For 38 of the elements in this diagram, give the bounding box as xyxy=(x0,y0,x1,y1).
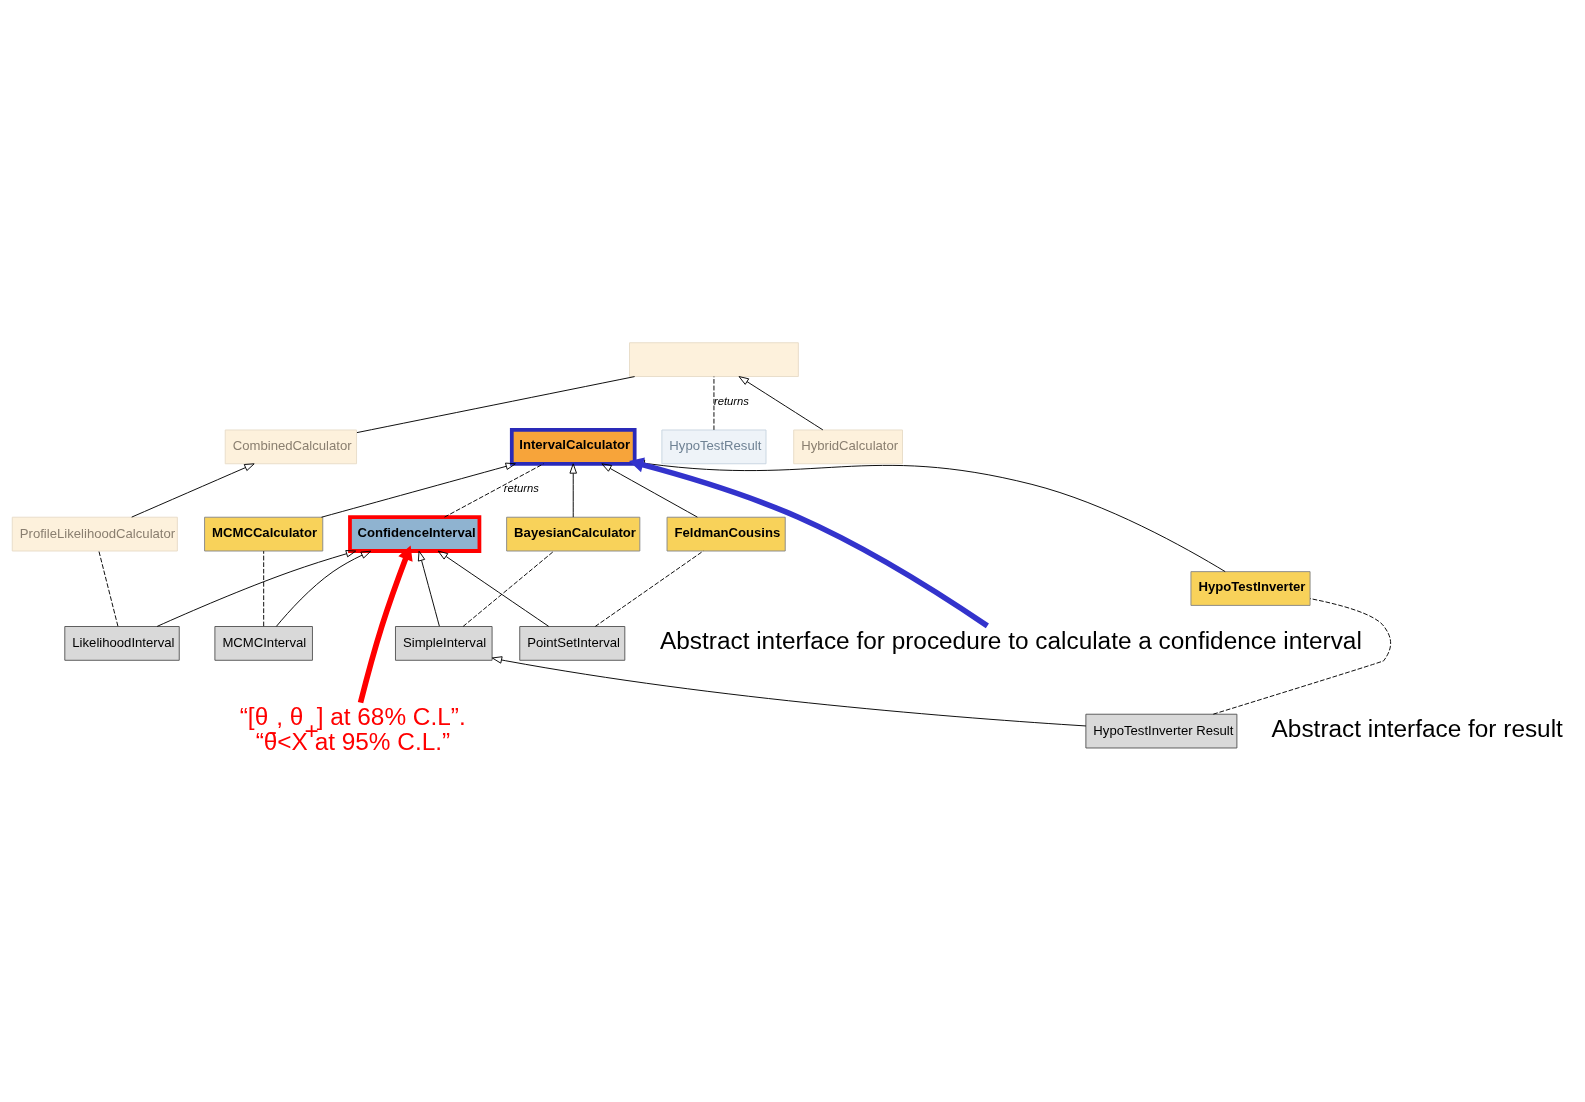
node-box xyxy=(629,342,799,377)
node-box: FeldmanCousins xyxy=(666,516,786,552)
connector xyxy=(462,550,555,627)
edge-label: returns xyxy=(503,482,539,495)
node-box: IntervalCalculator xyxy=(509,428,637,466)
connector xyxy=(444,463,544,518)
node-box: ProfileLikelihoodCalculator xyxy=(11,516,178,552)
connector xyxy=(356,376,636,434)
arrow xyxy=(738,376,824,431)
node-box: SimpleInterval xyxy=(395,626,493,661)
connector xyxy=(1212,598,1392,715)
arrow xyxy=(569,463,577,518)
node-box: PointSetInterval xyxy=(519,626,626,661)
node-box: ConfidenceInterval xyxy=(348,515,482,553)
arrow xyxy=(156,550,357,627)
node-box: MCMCCalculator xyxy=(204,516,324,552)
node-text: Abstract interface for result xyxy=(1271,715,1563,743)
connector xyxy=(98,550,119,627)
arrow xyxy=(321,462,516,518)
node-box: HypoTestInverter Result xyxy=(1085,713,1238,749)
arrow xyxy=(275,550,372,627)
node-box: MCMCInterval xyxy=(214,626,313,661)
node-box: HypoTestResult xyxy=(661,429,767,465)
node-box: BayesianCalculator xyxy=(506,516,641,552)
connector xyxy=(594,550,704,627)
node-box: HybridCalculator xyxy=(793,429,903,465)
connector xyxy=(263,550,265,627)
arrow xyxy=(131,463,255,518)
node-box: HypoTestInverter xyxy=(1190,571,1311,606)
arrow xyxy=(491,656,1087,727)
arrow xyxy=(437,550,550,627)
node-box: CombinedCalculator xyxy=(224,429,357,465)
node-box: LikelihoodInterval xyxy=(64,626,180,661)
edge-label: returns xyxy=(713,395,749,408)
arrow xyxy=(417,550,440,627)
arrow xyxy=(357,545,413,704)
node-text: Abstract interface for procedure to calculate a confidence interval xyxy=(660,627,1362,655)
arrow xyxy=(601,463,698,518)
